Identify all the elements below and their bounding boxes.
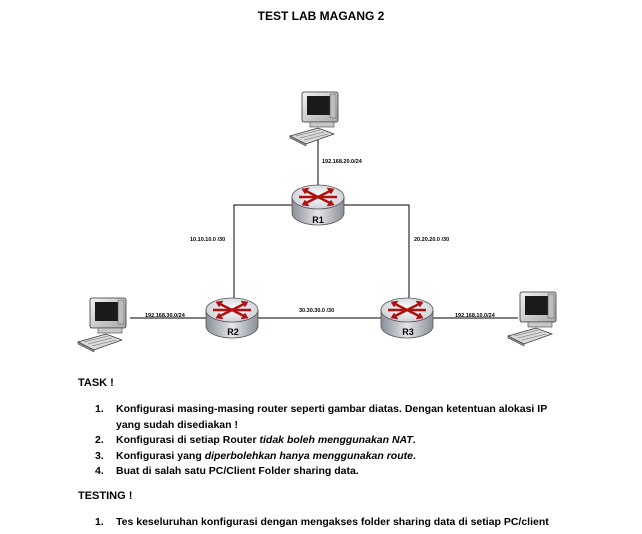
task-item-text: Konfigurasi yang bbox=[116, 449, 205, 462]
task-list: 1. Konfigurasi masing-masing router seper… bbox=[95, 402, 555, 480]
network-label-r1-pc: 192.168.20.0/24 bbox=[322, 159, 363, 165]
task-item-number: 2. bbox=[95, 434, 104, 446]
network-label-r1-r3: 20.20.20.0 /30 bbox=[414, 237, 449, 243]
task-heading: TASK ! bbox=[78, 377, 114, 389]
testing-item-text: Tes keseluruhan konfigurasi dengan menga… bbox=[116, 516, 549, 528]
task-item-number: 4. bbox=[95, 465, 104, 477]
task-item: 1. Konfigurasi masing-masing router seper… bbox=[95, 402, 555, 433]
testing-item-number: 1. bbox=[95, 516, 104, 528]
router-r1-label: R1 bbox=[312, 215, 324, 225]
task-item-text: . bbox=[412, 434, 416, 446]
router-r3-label: R3 bbox=[402, 327, 414, 337]
network-label-r2-pc: 192.168.30.0/24 bbox=[145, 313, 186, 319]
task-item-text: diperbolehkan hanya menggunakan route bbox=[204, 449, 413, 462]
task-item-text: tidak boleh menggunakan NAT bbox=[259, 434, 413, 446]
pc-right-icon bbox=[507, 291, 557, 347]
link-r1-r2 bbox=[233, 204, 294, 303]
task-item: 2. Konfigurasi di setiap Router tidak bol… bbox=[95, 433, 555, 449]
task-item-text: . bbox=[412, 449, 416, 462]
task-item-text: Buat di salah satu PC/Client Folder shar… bbox=[116, 465, 359, 477]
task-item: 4. Buat di salah satu PC/Client Folder sh… bbox=[95, 464, 555, 480]
network-label-r3-pc: 192.168.10.0/24 bbox=[455, 313, 496, 319]
router-r2-label: R2 bbox=[227, 327, 239, 337]
testing-list: 1. Tes keseluruhan konfigurasi dengan men… bbox=[95, 515, 575, 531]
link-r1-r3 bbox=[343, 204, 410, 303]
network-label-r1-r2: 10.10.10.0 /30 bbox=[190, 237, 225, 243]
task-item: 3. Konfigurasi yang diperbolehkan hanya m… bbox=[95, 449, 555, 465]
task-item-number: 1. bbox=[95, 403, 104, 415]
task-item-text: Konfigurasi di setiap Router bbox=[116, 434, 260, 446]
network-label-r2-r3: 30.30.30.0 /30 bbox=[299, 308, 334, 314]
testing-heading: TESTING ! bbox=[78, 490, 133, 502]
links bbox=[130, 140, 518, 319]
task-item-text: Konfigurasi masing-masing router seperti… bbox=[116, 403, 548, 431]
testing-item: 1. Tes keseluruhan konfigurasi dengan men… bbox=[95, 515, 575, 531]
page-title: TEST LAB MAGANG 2 bbox=[257, 9, 385, 23]
task-item-number: 3. bbox=[95, 449, 104, 462]
pc-left-icon bbox=[77, 297, 127, 353]
pc-top-icon bbox=[289, 91, 339, 147]
network-topology-diagram: R1 R2 R3 192.168.20.0/24 10.10.10.0 /30 … bbox=[77, 91, 557, 353]
